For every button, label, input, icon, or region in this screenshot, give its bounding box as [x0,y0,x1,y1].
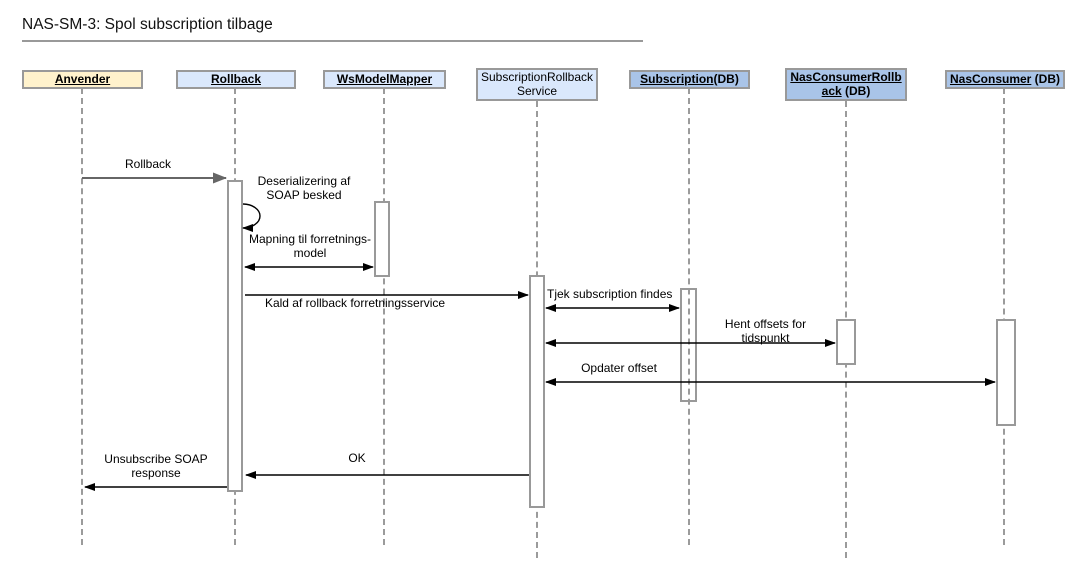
participant-wsmodelmapper: WsModelMapper [323,70,446,89]
message-label-ok: OK [348,451,366,465]
activation-nasconsumer-db [996,319,1016,426]
message-label-rollback: Rollback [124,157,172,171]
participant-anvender: Anvender [22,70,143,89]
message-label-mapning: Mapning til forretnings-model [248,232,372,260]
lifeline-wsmodelmapper [383,88,385,545]
participant-nasconsumerrollback-db-label: NasConsumerRollback [790,70,902,98]
lifeline-anvender [81,88,83,545]
lifeline-nasconsumer-db [1003,88,1005,545]
participant-rollback: Rollback [176,70,296,89]
diagram-title: NAS-SM-3: Spol subscription tilbage [22,16,273,33]
activation-subscription-db [680,288,697,402]
activation-wsmodelmapper [374,201,390,277]
participant-rollback-label: Rollback [210,71,261,86]
participant-wsmodelmapper-label: WsModelMapper [336,71,433,86]
message-label-tjek: Tjek subscription findes [547,287,673,301]
participant-nasconsumer-db: NasConsumer (DB) [945,70,1065,89]
arrow-self-deserialize [242,203,261,232]
activation-nasconsumerrollback-db [836,319,856,365]
participant-subscription-db: Subscription(DB) [629,70,750,89]
activation-rollback [227,180,243,492]
participant-subscriptionrollbackservice: SubscriptionRollback Service [476,68,598,101]
participant-subscriptionrollbackservice-label: SubscriptionRollback Service [480,70,594,98]
message-label-unsubscribe: Unsubscribe SOAP response [104,452,208,480]
participant-subscription-db-label: Subscription [640,71,714,86]
activation-subscriptionrollbackservice [529,275,545,508]
message-label-opdater: Opdater offset [581,361,657,375]
message-label-kald: Kald af rollback forretningsservice [264,296,446,310]
message-label-hent-offsets: Hent offsets for tidspunkt [724,317,807,345]
message-label-deserializering: Deserializering af SOAP besked [257,174,351,202]
lifeline-subscription-db [688,88,690,545]
participant-nasconsumer-db-label: NasConsumer [949,71,1032,86]
participant-anvender-label: Anvender [54,71,111,86]
participant-nasconsumerrollback-db: NasConsumerRollback (DB) [785,68,907,101]
title-underline [22,40,643,42]
